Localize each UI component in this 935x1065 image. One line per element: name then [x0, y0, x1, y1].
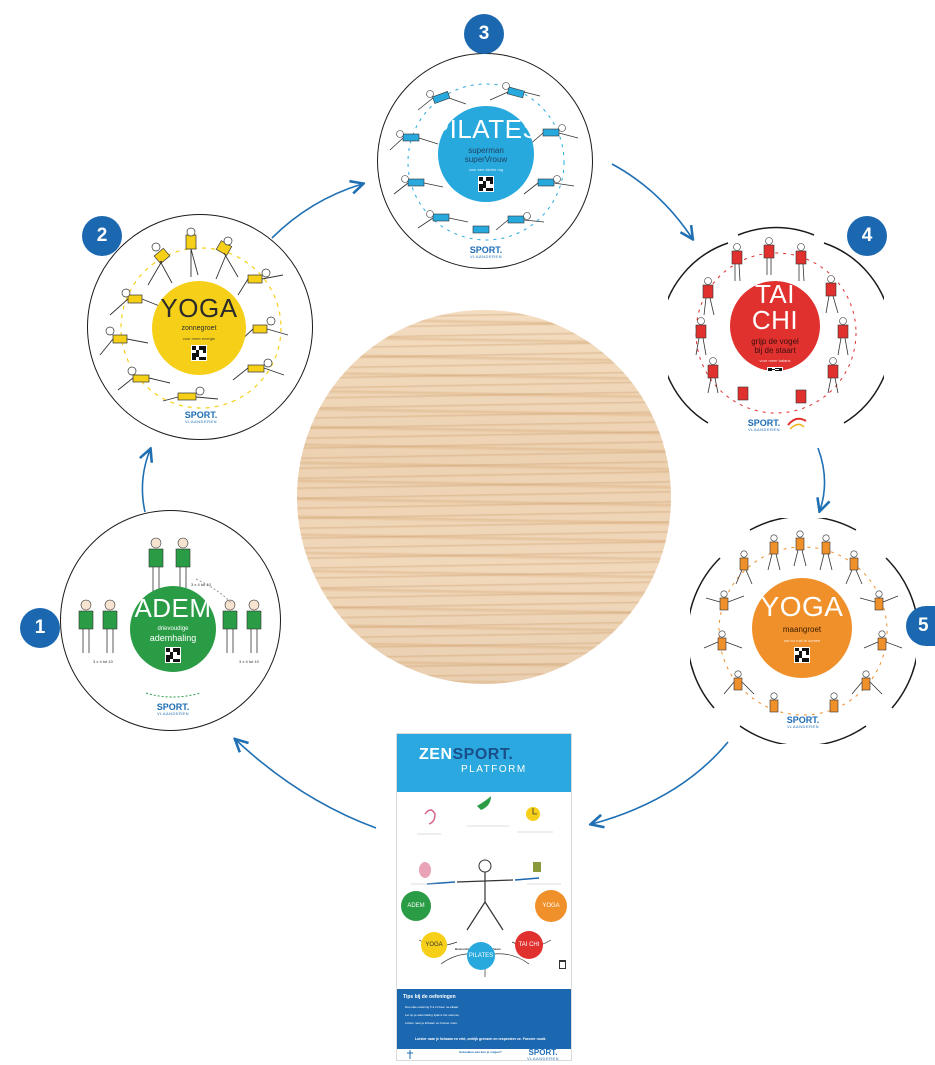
- qr-code-icon: [478, 176, 494, 193]
- qr-code-icon: [767, 367, 783, 371]
- step-badge-4: 4: [847, 216, 887, 256]
- yoga-maangroet-center: YOGA maangroet om tot rust te komen: [752, 578, 852, 678]
- wooden-board-image: [297, 310, 671, 684]
- qr-code-icon: [794, 646, 810, 663]
- pilates-micro: voor een sterke rug: [468, 167, 504, 173]
- disc-adem: 3 x 4 tot 10 3 x 4 tot 10 3 x 4 tot 10 A…: [60, 510, 281, 731]
- yoga-maangroet-title: YOGA: [760, 591, 844, 623]
- pilates-figures: [389, 82, 579, 241]
- sport-vlaanderen-logo: SPORT.VLAANDEREN: [786, 715, 820, 729]
- adem-sub1: drievoudige: [157, 625, 189, 632]
- body-icon: [419, 862, 431, 878]
- disc-tai-chi: TAI CHI grijp de vogel bij de staart voo…: [668, 225, 884, 441]
- poster-tips-section: Tips bij de oefeningen Doe elke oefening…: [397, 989, 571, 1049]
- arrow-4-to-5: [818, 447, 825, 510]
- tai-chi-center: TAI CHI grijp de vogel bij de staart voo…: [730, 281, 820, 371]
- tai-chi-sub2: bij de staart: [754, 346, 796, 356]
- adem-title: ADEM: [134, 592, 212, 623]
- pilates-center: PILATES superman superVrouw voor een ste…: [432, 106, 540, 202]
- taichi-federation-logo: [787, 417, 807, 430]
- zensport-platform-poster: ZENSPORT. PLATFORM Bewustzijn van je eig…: [396, 733, 572, 1061]
- yoga-zonnegroet-title: YOGA: [160, 292, 238, 323]
- poster-mini-pilates: PILATES: [467, 942, 495, 970]
- sport-vlaanderen-logo: SPORT.VLAANDEREN: [469, 245, 503, 259]
- qr-code-icon: [165, 647, 181, 664]
- yoga-zonnegroet-sub: zonnegroet: [181, 324, 217, 332]
- adem-sub2: ademhaling: [149, 632, 197, 643]
- poster-sport-logo: SPORT.VLAANDEREN: [526, 1048, 560, 1061]
- arrow-5-to-poster: [592, 741, 729, 824]
- poster-mini-adem: ADEM: [401, 891, 431, 921]
- pilates-title: PILATES: [431, 113, 541, 144]
- poster-tips-title: Tips bij de oefeningen: [403, 994, 456, 1000]
- adem-label-right: 3 x 4 tot 10: [239, 659, 259, 664]
- step-badge-3: 3: [464, 14, 504, 54]
- poster-tip-2: Let op je ademhaling tijdens het oefenen…: [405, 1013, 460, 1017]
- arrow-3-to-4: [611, 163, 692, 238]
- pilates-sub2: superVrouw: [464, 155, 508, 164]
- poster-bold-line: Luister naar je lichaam en rekt, ontrijk…: [415, 1037, 547, 1041]
- tai-chi-title: TAI CHI: [751, 279, 799, 335]
- step-badge-2: 2: [82, 216, 122, 256]
- disc-yoga-maangroet: YOGA maangroet om tot rust te komen SPOR…: [690, 518, 916, 744]
- adem-label-top: 3 x 4 tot 10: [191, 582, 211, 587]
- sport-vlaanderen-logo: SPORT.VLAANDEREN: [747, 418, 781, 432]
- yoga-zonnegroet-micro: voor meer energie: [182, 336, 216, 342]
- adem-figures: [78, 537, 262, 698]
- yoga-maangroet-micro: om tot rust te komen: [783, 637, 821, 643]
- disc-yoga-zonnegroet: YOGA zonnegroet voor meer energie SPORT.…: [87, 214, 313, 440]
- qr-code-icon: [191, 345, 207, 362]
- figure-icon: [533, 862, 541, 872]
- poster-mini-yoga-zon: YOGA: [421, 932, 447, 958]
- tai-chi-micro: voor meer balans: [759, 358, 791, 364]
- poster-header: ZENSPORT. PLATFORM: [397, 734, 571, 792]
- poster-figure-icon: [407, 1050, 413, 1059]
- arrow-2-to-3: [271, 184, 362, 239]
- poster-tip-1: Doe elke oefening 5 à 10 keer na elkaar.: [405, 1005, 459, 1009]
- yoga-sun-figures: [99, 227, 289, 409]
- poster-platform: PLATFORM: [461, 764, 527, 775]
- step-badge-1: 1: [20, 608, 60, 648]
- step-badge-5: 5: [906, 606, 935, 646]
- trash-icon: [559, 960, 566, 969]
- leaf-icon: [477, 796, 491, 810]
- yoga-zonnegroet-center: YOGA zonnegroet voor meer energie: [152, 281, 246, 375]
- sport-vlaanderen-logo: SPORT.VLAANDEREN: [156, 702, 190, 716]
- arrow-1-to-2: [142, 450, 150, 513]
- poster-brand: ZENSPORT.: [419, 746, 514, 763]
- poster-tip-3: Luister naar je lichaam en forceer niets…: [405, 1021, 458, 1025]
- adem-center: ADEM drievoudige ademhaling: [130, 586, 216, 672]
- sport-vlaanderen-logo: SPORT.VLAANDEREN: [184, 410, 218, 424]
- arrow-poster-to-1: [236, 740, 377, 829]
- ear-icon: [424, 809, 436, 825]
- yoga-moon-figures: [690, 518, 916, 744]
- poster-footer-question: Gebruiken aan kun je volgen?: [459, 1050, 502, 1054]
- poster-footer: Gebruiken aan kun je volgen? SPORT.VLAAN…: [397, 1048, 571, 1061]
- poster-mini-tai-chi: TAI CHI: [515, 931, 543, 959]
- disc-pilates: PILATES superman superVrouw voor een ste…: [377, 53, 593, 269]
- taichi-figures: [668, 226, 884, 424]
- pilates-sub1: superman: [468, 145, 504, 155]
- tai-chi-sub1: grijp de vogel: [751, 337, 799, 346]
- poster-mini-yoga-maan: YOGA: [535, 890, 567, 922]
- adem-label-left: 3 x 4 tot 10: [93, 659, 113, 664]
- yoga-maangroet-sub: maangroet: [782, 625, 822, 635]
